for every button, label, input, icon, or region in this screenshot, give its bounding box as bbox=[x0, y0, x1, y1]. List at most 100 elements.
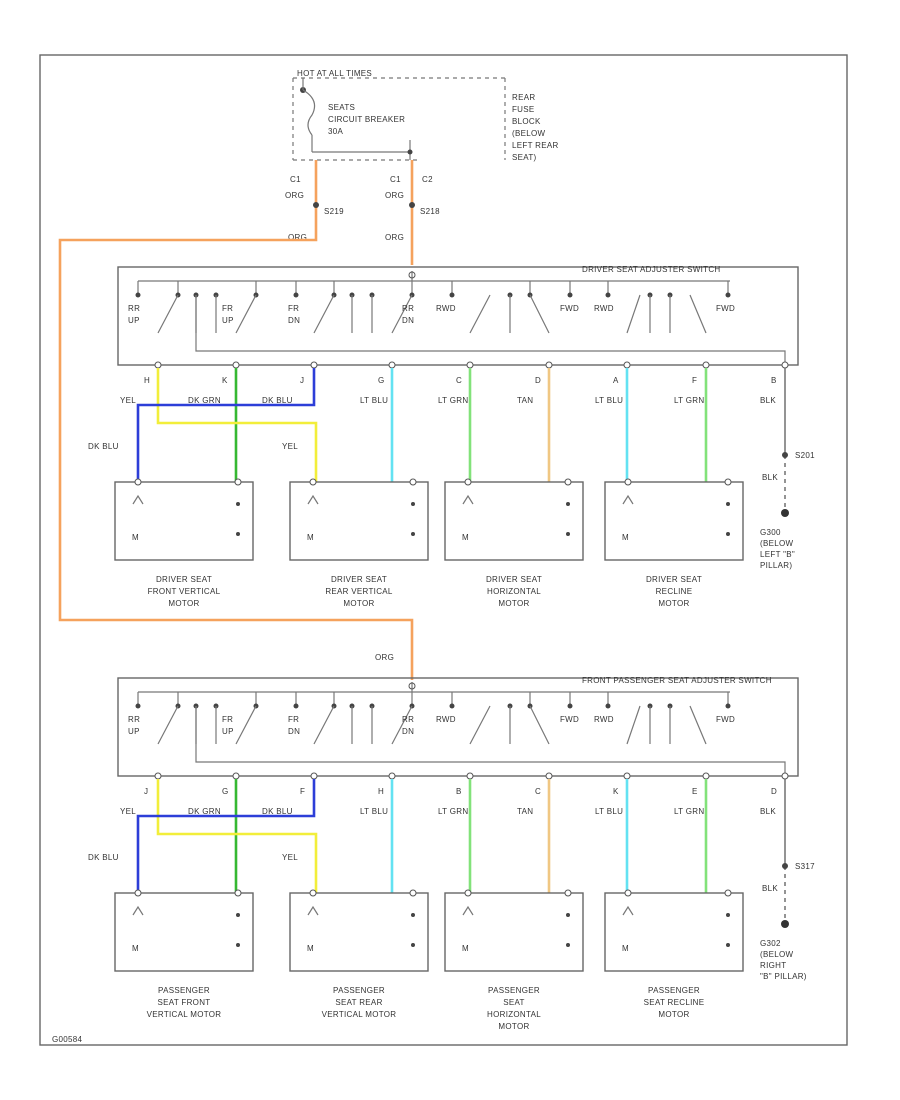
passenger-ground-symbol bbox=[781, 920, 789, 928]
svg-text:30A: 30A bbox=[328, 127, 343, 136]
passenger-motor-2 bbox=[444, 892, 584, 972]
passenger-pin-label: G bbox=[222, 787, 229, 796]
driver-wire-label: BLK bbox=[760, 396, 776, 405]
driver-pin bbox=[232, 361, 240, 369]
passenger-pin bbox=[545, 772, 553, 780]
passenger-splice bbox=[782, 863, 788, 869]
passenger-motor-label: MOTOR bbox=[658, 1010, 689, 1019]
passenger-contact-label: FWD bbox=[716, 715, 735, 724]
driver-motor-label: RECLINE bbox=[656, 587, 693, 596]
driver-motor-label: FRONT VERTICAL bbox=[148, 587, 221, 596]
passenger-wire-label: BLK bbox=[760, 807, 776, 816]
passenger-wire bbox=[156, 779, 318, 893]
passenger-pin-label: E bbox=[692, 787, 698, 796]
motor-icon: M bbox=[132, 533, 139, 542]
driver-motor-label: MOTOR bbox=[168, 599, 199, 608]
svg-text:UP: UP bbox=[128, 727, 140, 736]
passenger-switch-title: FRONT PASSENGER SEAT ADJUSTER SWITCH bbox=[582, 676, 772, 685]
passenger-contact-label: RWD bbox=[594, 715, 614, 724]
passenger-wire bbox=[136, 779, 316, 893]
driver-wire-label: LT GRN bbox=[438, 396, 468, 405]
svg-text:UP: UP bbox=[128, 316, 140, 325]
svg-text:UP: UP bbox=[222, 316, 234, 325]
passenger-wire-label: LT BLU bbox=[360, 807, 388, 816]
driver-pin bbox=[466, 361, 474, 369]
passenger-pin-label: C bbox=[535, 787, 541, 796]
driver-ground-symbol bbox=[781, 509, 789, 517]
org-feed-wire-passenger bbox=[58, 160, 414, 680]
svg-text:ORG: ORG bbox=[375, 653, 394, 662]
passenger-wire-label: LT BLU bbox=[595, 807, 623, 816]
passenger-switch-box bbox=[117, 677, 799, 777]
driver-splice bbox=[782, 452, 788, 458]
passenger-motor-label: SEAT FRONT bbox=[158, 998, 211, 1007]
motor-icon: M bbox=[462, 533, 469, 542]
driver-contact-label: FR bbox=[222, 304, 233, 313]
passenger-motor-label: PASSENGER bbox=[648, 986, 700, 995]
driver-motor-3 bbox=[604, 481, 744, 561]
driver-pin-label: C bbox=[456, 376, 462, 385]
driver-contact-label: RR bbox=[128, 304, 140, 313]
driver-pin-label: G bbox=[378, 376, 385, 385]
motor-icon: M bbox=[622, 944, 629, 953]
driver-ground-label: LEFT "B" bbox=[760, 550, 795, 559]
circuit-breaker-symbol bbox=[302, 89, 316, 136]
fuse-block-outline bbox=[292, 77, 505, 161]
passenger-motor-label: PASSENGER bbox=[333, 986, 385, 995]
driver-contact-label: FWD bbox=[716, 304, 735, 313]
passenger-contact-label: RR bbox=[128, 715, 140, 724]
passenger-pin bbox=[154, 772, 162, 780]
svg-text:DN: DN bbox=[402, 316, 414, 325]
svg-text:SEATS: SEATS bbox=[328, 103, 355, 112]
driver-motor-label: MOTOR bbox=[343, 599, 374, 608]
driver-switch-title: DRIVER SEAT ADJUSTER SWITCH bbox=[582, 265, 721, 274]
passenger-motor-label: HORIZONTAL bbox=[487, 1010, 541, 1019]
motor-icon: M bbox=[132, 944, 139, 953]
driver-contact-label: RWD bbox=[594, 304, 614, 313]
driver-seat-section: DRIVER SEAT ADJUSTER SWITCHRRUPFRUPFRDNR… bbox=[88, 265, 815, 608]
motor-icon: M bbox=[622, 533, 629, 542]
driver-motor-label: DRIVER SEAT bbox=[646, 575, 702, 584]
passenger-pin bbox=[310, 772, 318, 780]
driver-ground-label: (BELOW bbox=[760, 539, 794, 548]
driver-wire-label: BLK bbox=[762, 473, 778, 482]
passenger-motor-label: PASSENGER bbox=[158, 986, 210, 995]
svg-text:UP: UP bbox=[222, 727, 234, 736]
passenger-wire-label: DK BLU bbox=[88, 853, 119, 862]
driver-ground-label: G300 bbox=[760, 528, 781, 537]
passenger-pin-label: B bbox=[456, 787, 462, 796]
svg-text:ORG: ORG bbox=[285, 191, 304, 200]
driver-wire-label: LT BLU bbox=[595, 396, 623, 405]
passenger-wire-label: YEL bbox=[120, 807, 136, 816]
driver-motor-label: DRIVER SEAT bbox=[486, 575, 542, 584]
passenger-motor-label: SEAT REAR bbox=[335, 998, 382, 1007]
driver-pin bbox=[702, 361, 710, 369]
diagram-code: G00584 bbox=[52, 1035, 83, 1044]
passenger-pin bbox=[623, 772, 631, 780]
diagram-border bbox=[39, 54, 848, 1046]
passenger-wire-label: DK GRN bbox=[188, 807, 221, 816]
svg-text:S219: S219 bbox=[324, 207, 344, 216]
driver-motor-1 bbox=[289, 481, 429, 561]
svg-text:CIRCUIT BREAKER: CIRCUIT BREAKER bbox=[328, 115, 405, 124]
driver-contact-label: FWD bbox=[560, 304, 579, 313]
driver-wire bbox=[136, 368, 316, 482]
passenger-pin-label: F bbox=[300, 787, 305, 796]
passenger-pin bbox=[702, 772, 710, 780]
driver-pin bbox=[310, 361, 318, 369]
passenger-seat-section: FRONT PASSENGER SEAT ADJUSTER SWITCH RR UP… bbox=[88, 676, 815, 1031]
passenger-motor-label: VERTICAL MOTOR bbox=[147, 1010, 222, 1019]
driver-contact-label: RWD bbox=[436, 304, 456, 313]
passenger-motor-3 bbox=[604, 892, 744, 972]
svg-text:C2: C2 bbox=[422, 175, 433, 184]
passenger-wire-label: TAN bbox=[517, 807, 533, 816]
passenger-pin bbox=[781, 772, 789, 780]
svg-text:C1: C1 bbox=[390, 175, 401, 184]
driver-switch-box bbox=[117, 266, 799, 366]
driver-motor-label: DRIVER SEAT bbox=[156, 575, 212, 584]
svg-text:ORG: ORG bbox=[288, 233, 307, 242]
passenger-contact-label: FR bbox=[288, 715, 299, 724]
passenger-ground-label: G302 bbox=[760, 939, 781, 948]
passenger-motor-0 bbox=[114, 892, 254, 972]
driver-pin-label: H bbox=[144, 376, 150, 385]
